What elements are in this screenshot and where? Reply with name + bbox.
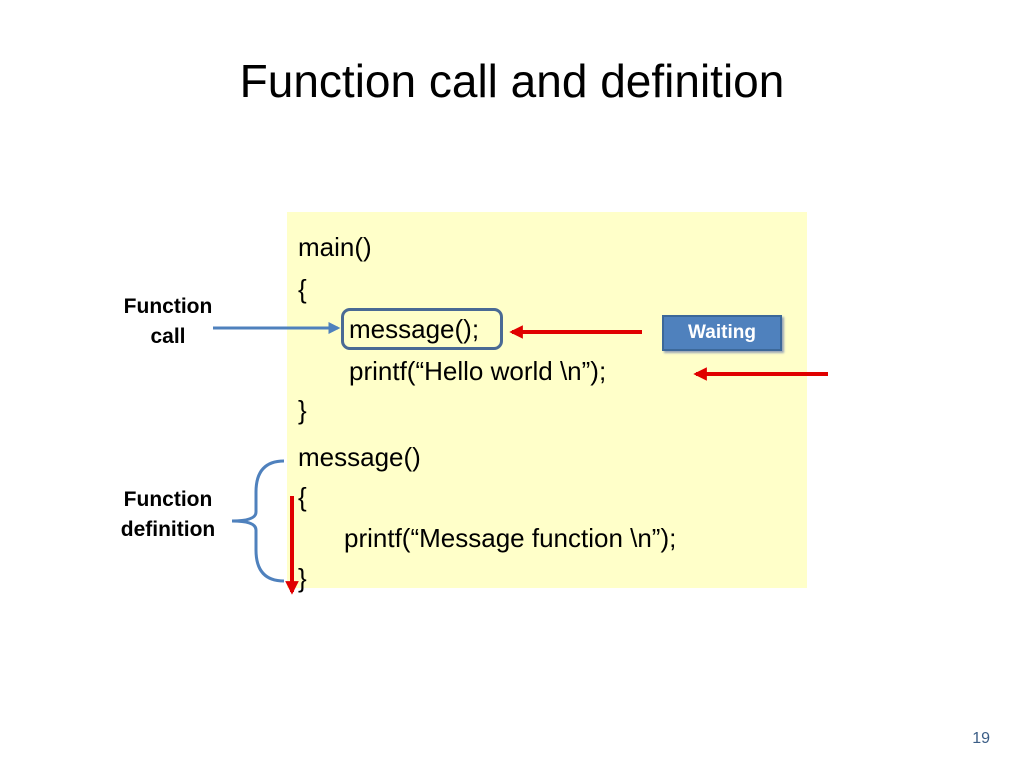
function-definition-label-line-1: Function bbox=[123, 488, 213, 511]
waiting-badge: Waiting bbox=[662, 315, 782, 351]
function-definition-label-line-2: definition bbox=[120, 518, 216, 541]
function-definition-brace bbox=[231, 459, 285, 583]
code-line-printf-message: printf(“Message function \n”); bbox=[344, 523, 677, 553]
slide-title: Function call and definition bbox=[239, 55, 785, 107]
code-line-message-open-brace: { bbox=[298, 482, 307, 512]
code-line-message-call: message(); bbox=[349, 314, 480, 344]
code-line-main-open-brace: { bbox=[298, 274, 307, 304]
code-line-printf-hello: printf(“Hello world \n”); bbox=[349, 356, 607, 386]
page-number: 19 bbox=[972, 730, 990, 747]
function-call-label: Function call bbox=[98, 292, 238, 352]
code-line-message-close-brace: } bbox=[298, 563, 307, 593]
function-call-label-line-2: call bbox=[150, 325, 186, 348]
function-definition-label: Function definition bbox=[98, 485, 238, 545]
code-line-main-signature: main() bbox=[298, 232, 372, 262]
message-call-highlight bbox=[341, 308, 503, 350]
function-call-label-line-1: Function bbox=[123, 295, 213, 318]
code-panel bbox=[287, 212, 807, 588]
code-line-message-signature: message() bbox=[298, 442, 421, 472]
code-line-main-close-brace: } bbox=[298, 395, 307, 425]
